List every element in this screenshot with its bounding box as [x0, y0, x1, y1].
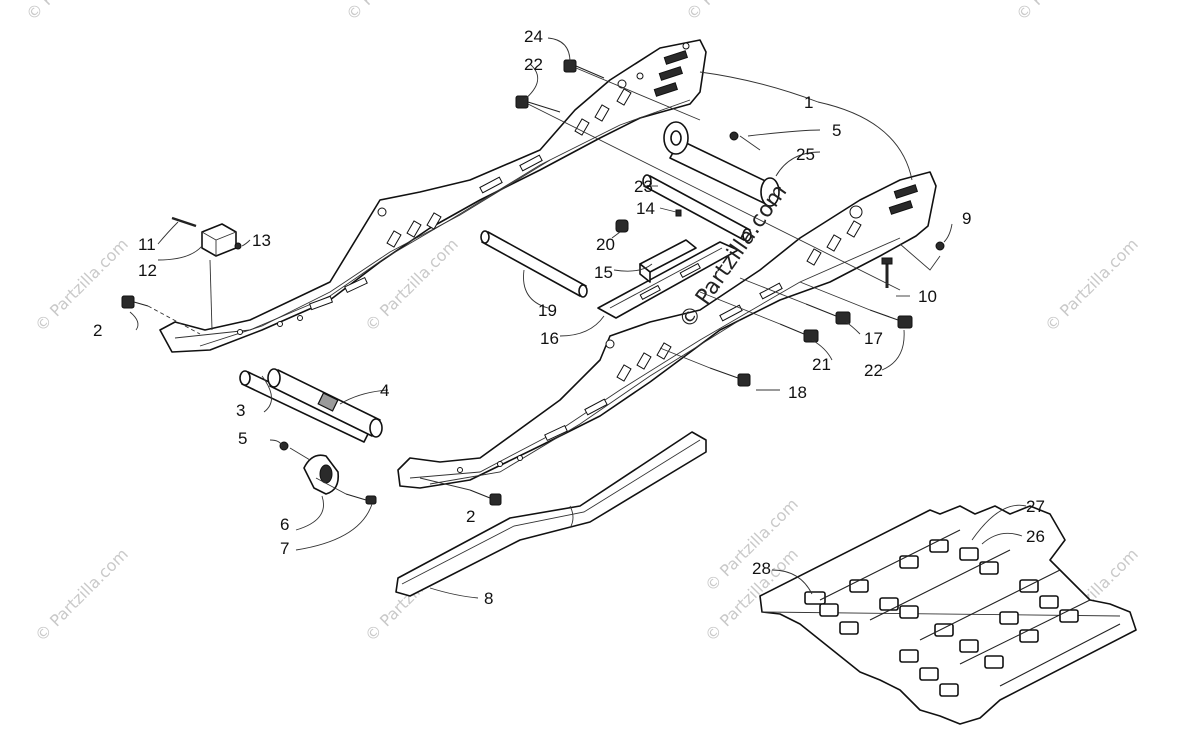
watermark-3: © Partzilla.com [1041, 235, 1142, 336]
callout-27: 27 [1026, 497, 1045, 516]
nut-9[interactable] [935, 241, 945, 251]
track-rods [819, 529, 1121, 687]
callout-3: 3 [236, 401, 245, 420]
callout-1: 1 [804, 93, 813, 112]
watermark-1: © Partzilla.com [31, 235, 132, 336]
callout-15: 15 [594, 263, 613, 282]
callout-8: 8 [484, 589, 493, 608]
callout-labels: 1 2 2 3 4 5 5 6 7 8 9 10 11 12 13 14 15 … [93, 27, 1045, 608]
wheel-6[interactable] [303, 454, 340, 495]
callout-6: 6 [280, 515, 289, 534]
bolt-22-lower[interactable] [869, 309, 913, 329]
callout-5-lower: 5 [238, 429, 247, 448]
callout-22-upper: 22 [524, 55, 543, 74]
callout-28: 28 [752, 559, 771, 578]
bolt-18[interactable] [709, 367, 751, 387]
callout-13: 13 [252, 231, 271, 250]
bolt-22-upper[interactable] [515, 95, 561, 113]
callout-11: 11 [138, 235, 156, 254]
fasteners [121, 59, 945, 506]
callout-7: 7 [280, 539, 289, 558]
callout-16: 16 [540, 329, 559, 348]
callout-19: 19 [538, 301, 557, 320]
callout-12: 12 [138, 261, 157, 280]
slide-rail-8[interactable] [395, 431, 707, 597]
callout-23: 23 [634, 177, 653, 196]
slider-bracket-16[interactable] [597, 241, 739, 319]
callout-24: 24 [524, 27, 543, 46]
watermark-9: © Partzilla.com [22, 0, 123, 24]
left-rail-holes [237, 42, 690, 335]
bolt-17[interactable] [805, 303, 851, 325]
bolt-21[interactable] [779, 323, 819, 343]
nut-20[interactable] [615, 219, 629, 233]
callout-4: 4 [380, 381, 389, 400]
bolt-7[interactable] [345, 493, 377, 505]
watermark-4: © Partzilla.com [31, 545, 132, 646]
callout-21: 21 [812, 355, 831, 374]
callout-14: 14 [636, 199, 655, 218]
bolt-24[interactable] [563, 59, 605, 79]
front-axle-25[interactable] [663, 121, 781, 207]
nut-5-lower[interactable] [279, 441, 289, 451]
callout-18: 18 [788, 383, 807, 402]
nut-5-upper[interactable] [729, 131, 739, 141]
track-lugs [804, 539, 1079, 697]
callout-2-upper: 2 [93, 321, 102, 340]
bolt-2-lower[interactable] [469, 489, 502, 506]
screw-11[interactable] [171, 216, 197, 228]
callout-20: 20 [596, 235, 615, 254]
bolt-2-upper[interactable] [121, 295, 149, 309]
callout-9: 9 [962, 209, 971, 228]
callout-2-lower: 2 [466, 507, 475, 526]
leader-lines [129, 37, 1027, 599]
left-rail[interactable] [159, 39, 707, 353]
cross-shaft-23[interactable] [642, 174, 752, 242]
screw-14[interactable] [675, 209, 682, 217]
watermark-10: © Partzilla.com [342, 0, 443, 24]
assembly-lines [147, 67, 941, 495]
drive-track[interactable] [759, 505, 1137, 725]
callout-22-lower: 22 [864, 361, 883, 380]
rear-axle-assembly[interactable] [239, 368, 383, 443]
bumper-12[interactable] [201, 223, 237, 257]
nut-13[interactable] [234, 242, 242, 250]
watermark-11: © Partzilla.com [682, 0, 783, 24]
watermark-12: © Partzilla.com [1012, 0, 1113, 24]
block-15[interactable] [639, 239, 697, 283]
callout-10: 10 [918, 287, 937, 306]
callout-5-upper: 5 [832, 121, 841, 140]
cross-shaft-19[interactable] [480, 230, 588, 298]
callout-26: 26 [1026, 527, 1045, 546]
callout-17: 17 [864, 329, 883, 348]
callout-25: 25 [796, 145, 815, 164]
